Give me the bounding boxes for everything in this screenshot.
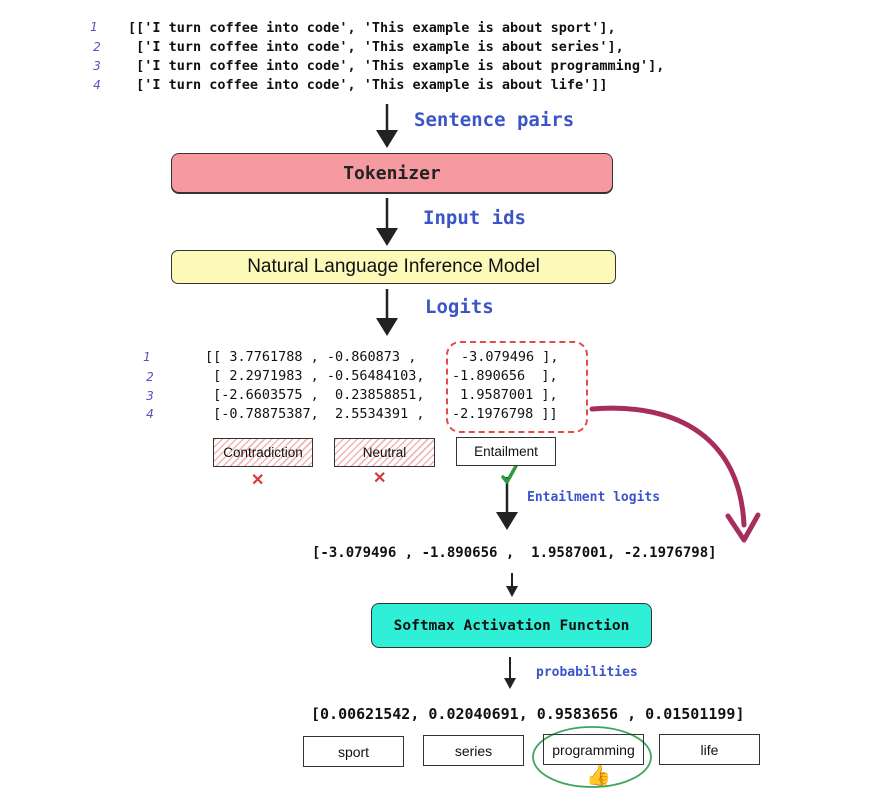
arrow-to-logits	[376, 289, 398, 336]
contradiction-reject-mark: ✕	[251, 472, 265, 489]
row-number: 3	[146, 389, 154, 403]
sentence-pairs-label: Sentence pairs	[414, 109, 575, 131]
programming-highlight-circle	[532, 726, 652, 788]
logits-row-right: -3.079496 ],	[461, 349, 559, 365]
pink-curved-arrow	[589, 405, 761, 543]
probabilities-vector: [0.00621542, 0.02040691, 0.9583656 , 0.0…	[311, 705, 745, 723]
sentence-pair-line: [['I turn coffee into code', 'This examp…	[128, 20, 616, 36]
label-sport: sport	[303, 736, 404, 767]
line-number: 3	[93, 59, 101, 73]
arrow-to-softmax	[506, 573, 518, 597]
logits-row-right: -1.890656 ],	[452, 368, 558, 384]
contradiction-box: Contradiction	[213, 438, 313, 467]
logits-row-right: 1.9587001 ],	[452, 387, 558, 403]
neutral-box: Neutral	[334, 438, 435, 467]
label-series: series	[423, 735, 524, 766]
row-number: 1	[143, 350, 151, 364]
logits-row-left: [[ 3.7761788 , -0.860873 ,	[205, 349, 417, 365]
entailment-column-highlight	[446, 341, 588, 433]
arrow-to-tokenizer	[376, 104, 398, 148]
thumbs-up-icon: 👍	[586, 765, 611, 787]
logits-row-left: [-0.78875387, 2.5534391 ,	[205, 406, 425, 422]
arrow-to-nli-model	[376, 198, 398, 246]
row-number: 4	[146, 407, 154, 421]
entailment-box: Entailment	[456, 437, 556, 466]
line-number: 4	[93, 78, 101, 92]
sentence-pair-line: ['I turn coffee into code', 'This exampl…	[128, 39, 624, 55]
line-number: 2	[93, 40, 101, 54]
logits-row-left: [-2.6603575 , 0.23858851,	[205, 387, 425, 403]
logits-label: Logits	[425, 296, 494, 318]
label-programming: programming	[543, 734, 644, 765]
nli-model-box: Natural Language Inference Model	[171, 250, 616, 284]
input-ids-label: Input ids	[423, 207, 526, 229]
logits-row-right: -2.1976798 ]]	[452, 406, 558, 422]
sentence-pair-line: ['I turn coffee into code', 'This exampl…	[128, 77, 608, 93]
line-number: 1	[90, 20, 98, 34]
entailment-check-mark	[501, 464, 518, 484]
neutral-reject-mark: ✕	[373, 470, 387, 487]
arrow-to-entailment-vector	[496, 477, 518, 530]
logits-row-left: [ 2.2971983 , -0.56484103,	[205, 368, 425, 384]
sentence-pair-line: ['I turn coffee into code', 'This exampl…	[128, 58, 665, 74]
probabilities-label: probabilities	[536, 665, 638, 680]
arrow-to-probabilities	[504, 657, 516, 689]
label-life: life	[659, 734, 760, 765]
entailment-logits-label: Entailment logits	[527, 490, 661, 505]
entailment-logits-vector: [-3.079496 , -1.890656 , 1.9587001, -2.1…	[312, 545, 717, 561]
tokenizer-box: Tokenizer	[171, 153, 613, 193]
softmax-box: Softmax Activation Function	[371, 603, 652, 648]
row-number: 2	[146, 370, 154, 384]
